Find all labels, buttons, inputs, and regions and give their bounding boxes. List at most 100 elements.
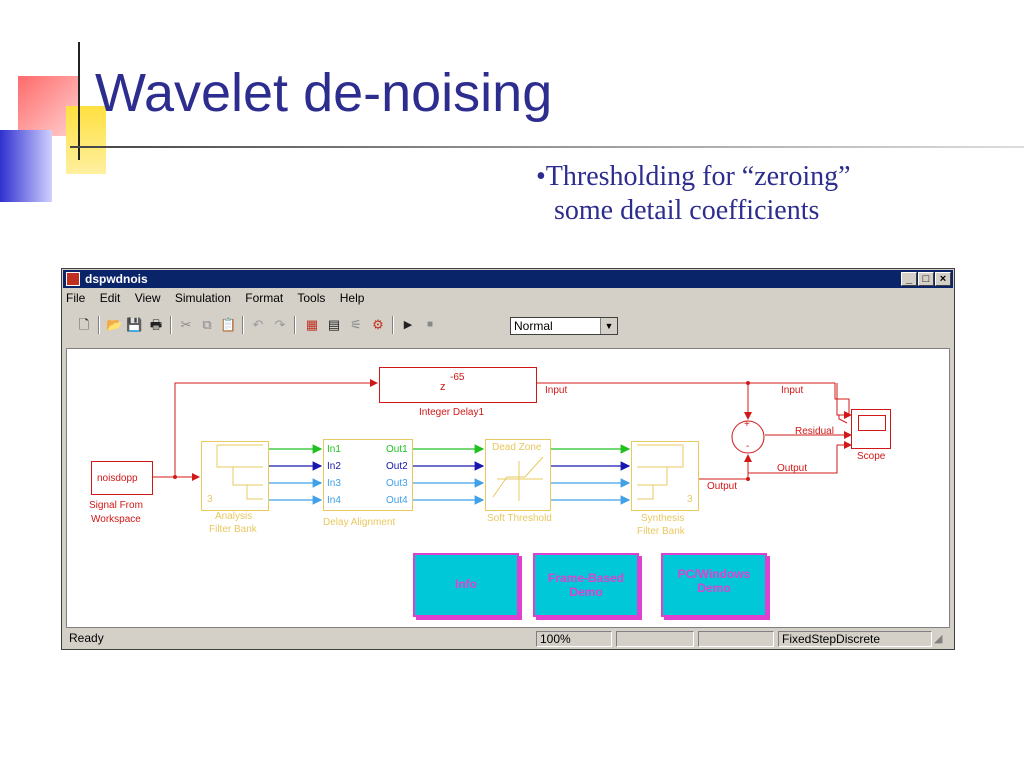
slide-bullet: •Thresholding for “zeroing” some detail … [536, 160, 851, 228]
new-icon[interactable]: 🗋 [78, 317, 90, 332]
sum-plus-sign: + [744, 419, 750, 430]
deco-yellow-square [66, 106, 106, 174]
sum-minus-sign: - [746, 441, 750, 452]
signal-label-input-scope: Input [781, 385, 804, 396]
start-icon[interactable]: ▶ [403, 319, 413, 331]
toolbar-separator [170, 316, 172, 334]
frame-based-label-1: Frame-Based [547, 571, 625, 585]
menu-edit[interactable]: Edit [99, 291, 121, 305]
soft-threshold-label: Soft Threshold [487, 513, 552, 524]
menu-tools[interactable]: Tools [297, 291, 326, 305]
signal-label-output: Output [707, 481, 738, 492]
synthesis-tree [637, 444, 684, 500]
cut-icon[interactable]: ✂ [180, 317, 192, 332]
status-ready: Ready [69, 631, 104, 645]
save-icon[interactable]: 💾 [126, 317, 143, 332]
delay-z: z [440, 381, 446, 393]
close-button[interactable]: × [935, 272, 951, 286]
bullet-line-1: •Thresholding for “zeroing” [536, 161, 851, 192]
model-canvas[interactable]: noisdopp Signal From Workspace 3 Analysi… [66, 348, 950, 628]
align-out4: Out4 [386, 495, 408, 506]
delay-alignment-block[interactable]: In1 In2 In3 In4 Out1 Out2 Out3 Out4 [323, 439, 413, 511]
analysis-tree [216, 444, 263, 500]
pc-windows-label-1: PC/Windows [677, 567, 751, 581]
info-button[interactable]: Info [413, 553, 519, 617]
menu-format[interactable]: Format [245, 291, 284, 305]
status-bar: Ready 100% FixedStepDiscrete ◢ [66, 630, 950, 648]
menu-simulation[interactable]: Simulation [174, 291, 231, 305]
align-in3: In3 [327, 478, 341, 489]
integer-delay-block[interactable]: z -65 [379, 367, 537, 403]
toolbar-separator [392, 316, 394, 334]
delay-alignment-label: Delay Alignment [323, 517, 396, 528]
synthesis-filter-bank-block[interactable]: 3 [631, 441, 699, 511]
slide-title: Wavelet de-noising [95, 63, 553, 123]
bullet-line-2: some detail coefficients [554, 195, 820, 226]
line-to-integer-delay [174, 379, 378, 477]
scope-block[interactable] [851, 409, 891, 449]
window-titlebar[interactable]: dspwdnois _ □ × [63, 270, 953, 288]
analysis-label-2: Filter Bank [209, 524, 257, 535]
align-out2: Out2 [386, 461, 408, 472]
minimize-button[interactable]: _ [901, 272, 917, 286]
simulation-mode-value: Normal [514, 319, 553, 333]
menu-file[interactable]: File [66, 291, 86, 305]
chevron-down-icon[interactable]: ▼ [600, 318, 617, 334]
signal-label-input-top: Input [545, 385, 568, 396]
frame-based-demo-button[interactable]: Frame-Based Demo [533, 553, 639, 617]
align-in1: In1 [327, 444, 341, 455]
line-input-scope [836, 383, 852, 419]
status-empty-1 [616, 631, 694, 647]
align-in2: In2 [327, 461, 341, 472]
dead-zone-block[interactable]: Dead Zone [485, 439, 551, 511]
analysis-filter-bank-block[interactable]: 3 [201, 441, 269, 511]
status-empty-2 [698, 631, 774, 647]
simulink-window: dspwdnois _ □ × File Edit View Simulatio… [61, 268, 955, 650]
redo-icon[interactable]: ↷ [274, 317, 286, 332]
menu-view[interactable]: View [134, 291, 161, 305]
paste-icon[interactable]: 📋 [220, 317, 237, 332]
status-solver: FixedStepDiscrete [778, 631, 932, 647]
status-zoom: 100% [536, 631, 612, 647]
resize-grip-icon[interactable]: ◢ [934, 633, 943, 645]
undo-icon[interactable]: ↶ [252, 317, 264, 332]
window-title: dspwdnois [85, 272, 148, 286]
open-icon[interactable]: 📂 [106, 317, 123, 332]
menu-help[interactable]: Help [339, 291, 365, 305]
scope-label: Scope [857, 451, 886, 462]
align-in4: In4 [327, 495, 341, 506]
model-browser-icon[interactable]: ▤ [327, 317, 341, 332]
sum-block [731, 420, 765, 454]
line-output-scope [748, 441, 852, 474]
toolbar: 🗋 📂 💾 🖶 ✂ ⧉ 📋 ↶ ↷ ▦ ▤ ⚟ ⚙ ▶ ■ Normal ▼ [66, 312, 950, 338]
align-out3: Out3 [386, 478, 408, 489]
source-label-1: Signal From [89, 500, 143, 511]
scope-screen [858, 415, 886, 431]
signal-from-workspace-block[interactable]: noisdopp [91, 461, 153, 495]
delay-exponent: -65 [450, 372, 465, 383]
simulation-mode-select[interactable]: Normal ▼ [510, 317, 618, 335]
source-value: noisdopp [97, 473, 138, 484]
toolbar-separator [294, 316, 296, 334]
library-icon[interactable]: ▦ [305, 317, 319, 332]
source-label-2: Workspace [91, 514, 141, 525]
stop-icon[interactable]: ■ [426, 319, 434, 330]
pc-windows-label-2: Demo [697, 581, 731, 595]
toolbar-separator [242, 316, 244, 334]
pc-windows-demo-button[interactable]: PC/Windows Demo [661, 553, 767, 617]
signal-lines [153, 379, 852, 505]
debug-icon[interactable]: ⚟ [350, 317, 362, 332]
print-icon[interactable]: 🖶 [149, 317, 163, 332]
deco-vertical-line [78, 42, 80, 160]
synthesis-label-2: Filter Bank [637, 526, 685, 537]
solver-icon[interactable]: ⚙ [372, 317, 384, 332]
synthesis-digit: 3 [687, 494, 693, 505]
menu-bar: File Edit View Simulation Format Tools H… [66, 291, 375, 309]
deco-blue-square [0, 130, 52, 202]
app-icon [66, 272, 80, 286]
align-out1: Out1 [386, 444, 408, 455]
maximize-button[interactable]: □ [918, 272, 934, 286]
copy-icon[interactable]: ⧉ [202, 317, 212, 332]
analysis-digit: 3 [207, 494, 213, 505]
integer-delay-label: Integer Delay1 [419, 407, 485, 418]
